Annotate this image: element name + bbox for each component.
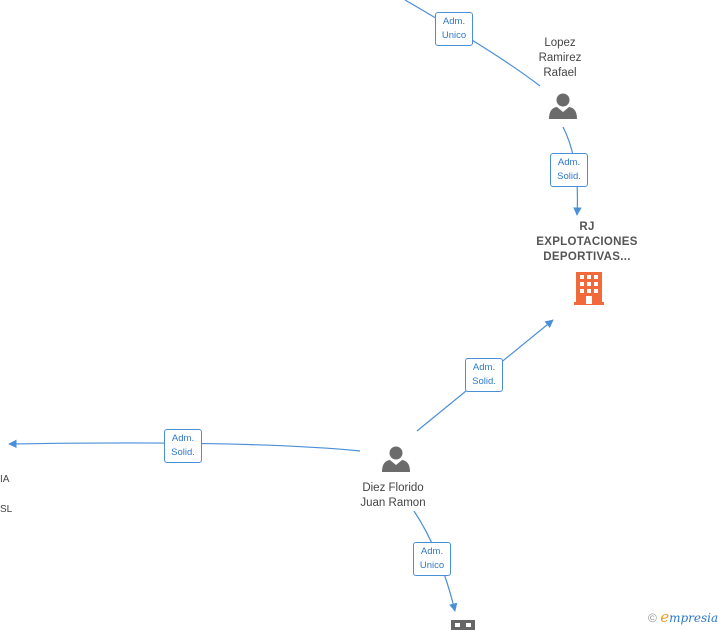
edge-label-top-to-lopez[interactable]: Adm. Unico — [435, 12, 473, 46]
copyright-icon: © — [648, 611, 657, 625]
cut-off-label: IA — [0, 474, 10, 485]
node-label-lopez[interactable]: Lopez Ramirez Rafael — [538, 37, 582, 79]
brand-name: mpresia — [669, 611, 719, 625]
building-icon[interactable] — [574, 272, 604, 305]
brand-initial: e — [660, 608, 670, 626]
brand-footer[interactable]: © empresia — [648, 608, 718, 628]
edge-label-diez-to-bottom[interactable]: Adm. Unico — [413, 542, 451, 576]
edge-label-lopez-to-rj[interactable]: Adm. Solid. — [550, 153, 588, 187]
edge-top-to-lopez — [404, 0, 541, 87]
building-icon[interactable] — [451, 620, 475, 630]
person-icon[interactable] — [382, 446, 410, 473]
person-icon[interactable] — [549, 93, 577, 120]
cut-off-label: SL — [0, 504, 13, 515]
node-label-rj[interactable]: RJ EXPLOTACIONES DEPORTIVAS... — [536, 221, 638, 263]
node-label-diez[interactable]: Diez Florido Juan Ramon — [360, 482, 426, 509]
edge-diez-to-left — [8, 439, 361, 452]
edge-label-diez-to-rj[interactable]: Adm. Solid. — [465, 358, 503, 392]
edge-label-diez-to-left[interactable]: Adm. Solid. — [164, 429, 202, 463]
